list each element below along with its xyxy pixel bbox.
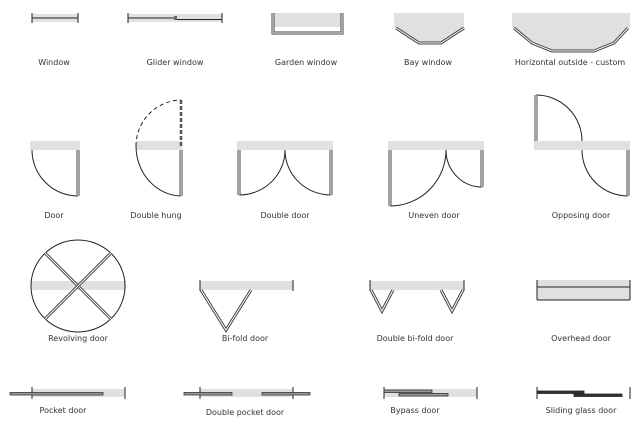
- revolving-door-label: Revolving door: [48, 334, 108, 343]
- bypass-door-label: Bypass door: [390, 406, 440, 415]
- opposing-door-label: Opposing door: [552, 211, 611, 220]
- double-door-shape[interactable]: [237, 141, 333, 196]
- double-bifold-door-shape[interactable]: [369, 280, 465, 315]
- door-shape[interactable]: [30, 141, 80, 197]
- horizontal-outside-shape[interactable]: [512, 13, 630, 53]
- double-pocket-door-shape[interactable]: [183, 387, 311, 399]
- pocket-door-shape[interactable]: [9, 387, 126, 399]
- bypass-door-shape[interactable]: [383, 387, 478, 399]
- window-label: Window: [38, 58, 70, 67]
- overhead-door-shape[interactable]: [536, 280, 631, 301]
- bifold-door-shape[interactable]: [199, 280, 294, 333]
- glider-window-label: Glider window: [147, 58, 204, 67]
- uneven-door-shape[interactable]: [388, 141, 484, 207]
- sliding-glass-door-shape[interactable]: [536, 387, 631, 399]
- double-hung-shape[interactable]: [135, 99, 183, 197]
- revolving-door-shape[interactable]: [30, 239, 126, 333]
- door-label: Door: [44, 211, 64, 220]
- bay-window-label: Bay window: [404, 58, 452, 67]
- opposing-door-shape[interactable]: [534, 94, 630, 197]
- garden-window-label: Garden window: [275, 58, 338, 67]
- uneven-door-label: Uneven door: [408, 211, 460, 220]
- sliding-glass-door-label: Sliding glass door: [546, 406, 617, 415]
- double-pocket-door-label: Double pocket door: [206, 408, 285, 417]
- pocket-door-label: Pocket door: [40, 406, 88, 415]
- garden-window-shape[interactable]: [271, 13, 344, 35]
- horizontal-outside-label: Horizontal outside - custom: [515, 58, 626, 67]
- overhead-door-label: Overhead door: [551, 334, 611, 343]
- glider-window-shape[interactable]: [127, 13, 223, 23]
- double-bifold-door-label: Double bi-fold door: [377, 334, 455, 343]
- bay-window-shape[interactable]: [394, 13, 465, 45]
- bifold-door-label: Bi-fold door: [222, 334, 269, 343]
- double-hung-label: Double hung: [130, 211, 181, 220]
- window-shape[interactable]: [31, 13, 79, 23]
- double-door-label: Double door: [260, 211, 310, 220]
